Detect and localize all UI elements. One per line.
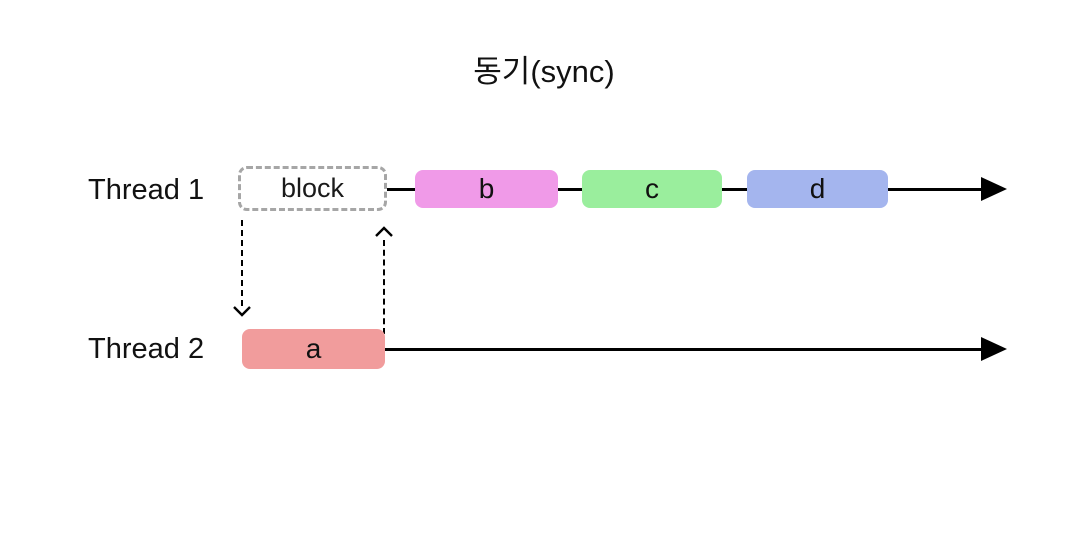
- task-box-b: b: [415, 170, 558, 208]
- return-arrow-line: [383, 240, 385, 334]
- block-box: block: [238, 166, 387, 211]
- thread2-arrowhead-icon: [981, 337, 1007, 361]
- arrow-down-icon: [233, 305, 251, 317]
- task-box-c: c: [582, 170, 722, 208]
- task-a-label: a: [305, 333, 322, 364]
- thread1-label: Thread 1: [88, 174, 205, 206]
- task-box-d: d: [747, 170, 888, 208]
- thread2-timeline: [385, 348, 987, 351]
- task-d-label: d: [809, 173, 826, 204]
- arrow-up-icon: [375, 226, 393, 238]
- call-arrow-line: [241, 220, 243, 306]
- task-b-label: b: [478, 173, 495, 204]
- task-c-label: c: [645, 173, 659, 204]
- block-label: block: [280, 173, 345, 203]
- thread2-label: Thread 2: [88, 333, 205, 365]
- thread1-arrowhead-icon: [981, 177, 1007, 201]
- task-box-a: a: [242, 329, 385, 369]
- diagram-title: 동기(sync): [473, 54, 615, 89]
